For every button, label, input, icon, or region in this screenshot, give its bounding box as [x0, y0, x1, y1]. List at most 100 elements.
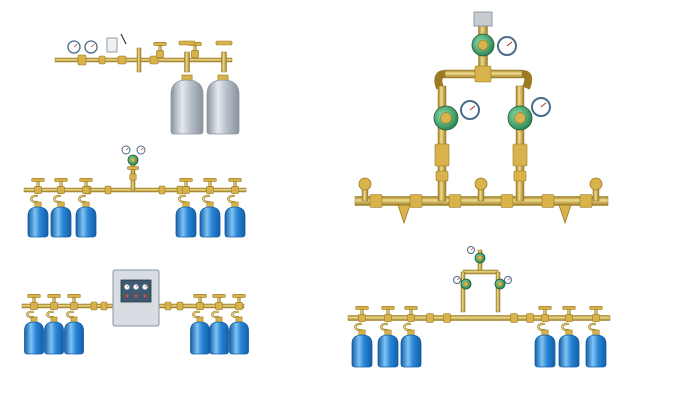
pipe — [237, 296, 241, 303]
pipe — [72, 296, 76, 303]
pipe — [59, 180, 63, 187]
valve-handle — [538, 305, 552, 310]
gauge-needle — [507, 278, 511, 281]
fitting — [182, 186, 190, 194]
gauge-needle — [144, 285, 147, 288]
fitting — [158, 185, 166, 195]
valve-handle — [153, 41, 167, 46]
valve-handle — [474, 177, 488, 191]
gas-cylinder-icon — [229, 321, 249, 355]
fitting — [176, 301, 184, 311]
fitting — [579, 194, 593, 208]
pipe — [208, 180, 212, 187]
fitting — [541, 194, 555, 208]
gas-cylinder-icon — [64, 321, 84, 355]
pipe-bend — [521, 70, 533, 90]
gauge-needle — [73, 44, 78, 48]
six-cylinder-dual-regulator-manifold — [347, 246, 611, 368]
fitting — [164, 301, 172, 311]
fitting — [474, 65, 492, 83]
valve-handle — [27, 293, 41, 298]
fitting — [82, 186, 90, 194]
gauge-needle — [470, 248, 474, 251]
cup-fitting — [106, 37, 118, 53]
fitting — [117, 55, 127, 65]
gauge-needle — [140, 147, 144, 151]
indicator-light — [134, 294, 138, 298]
valve-handle — [232, 293, 246, 298]
gas-cylinder-icon — [209, 321, 229, 355]
pipe — [594, 308, 598, 315]
fitting — [512, 143, 528, 167]
fitting — [500, 194, 514, 208]
dual-regulator-manifold — [354, 11, 609, 225]
fitting — [70, 302, 78, 310]
regulator-knob — [514, 112, 526, 124]
gas-cylinder-icon — [175, 206, 197, 238]
gas-cylinder-icon — [190, 321, 210, 355]
valve-handle — [54, 178, 68, 182]
pipe — [217, 296, 221, 303]
pipe — [158, 44, 162, 51]
valve-handle — [79, 178, 93, 182]
valve-handle — [404, 305, 418, 310]
pipe — [543, 308, 547, 315]
valve-handle — [31, 178, 45, 182]
regulator-knob — [440, 112, 452, 124]
valve-handle — [203, 178, 217, 182]
pipe — [184, 180, 188, 187]
indicator-light — [125, 294, 129, 298]
grey-cylinder-manifold — [54, 33, 240, 135]
pipe — [233, 180, 237, 187]
fitting — [541, 314, 549, 322]
regulator-knob — [130, 157, 136, 163]
indicator-light — [143, 294, 147, 298]
valve-handle — [358, 177, 372, 191]
fitting — [235, 302, 243, 310]
pipe — [360, 308, 364, 315]
fitting — [196, 302, 204, 310]
pipe — [131, 168, 135, 175]
valve-handle — [355, 305, 369, 310]
inlet-fitting — [473, 11, 493, 27]
pipe — [460, 271, 466, 313]
gas-cylinder-icon — [224, 206, 246, 238]
fitting — [443, 313, 451, 323]
pipe — [32, 296, 36, 303]
fitting — [409, 194, 423, 208]
pipe — [409, 308, 413, 315]
fitting — [231, 186, 239, 194]
valve-handle — [178, 40, 196, 46]
valve-handle — [589, 305, 603, 310]
valve-handle — [215, 40, 233, 46]
fitting — [358, 314, 366, 322]
gauge-needle — [506, 41, 513, 47]
gauge-needle — [135, 285, 138, 288]
gauge-needle — [456, 278, 460, 281]
pipe — [52, 296, 56, 303]
filter-wand — [120, 33, 127, 45]
fitting — [34, 186, 42, 194]
pipe — [462, 269, 499, 275]
fitting — [592, 314, 600, 322]
outlet-tee — [397, 204, 411, 225]
six-cylinder-manifold-with-regulator — [23, 145, 247, 238]
gas-cylinder-icon — [206, 79, 240, 135]
valve-handle — [228, 178, 242, 182]
fitting — [149, 55, 159, 65]
outlet-tee — [558, 204, 572, 225]
fitting — [156, 50, 164, 58]
fitting — [50, 302, 58, 310]
valve-handle — [127, 166, 139, 170]
pipe — [437, 85, 447, 202]
valve-handle — [193, 293, 207, 298]
gas-cylinder-icon — [44, 321, 64, 355]
six-cylinder-manifold-with-cabinet — [21, 269, 249, 355]
gas-cylinder-icon — [199, 206, 221, 238]
gas-cylinder-icon — [75, 206, 97, 238]
pipe — [184, 51, 190, 73]
fitting — [565, 314, 573, 322]
gas-cylinder-icon — [377, 334, 399, 368]
fitting — [435, 170, 449, 182]
gas-cylinder-icon — [27, 206, 49, 238]
